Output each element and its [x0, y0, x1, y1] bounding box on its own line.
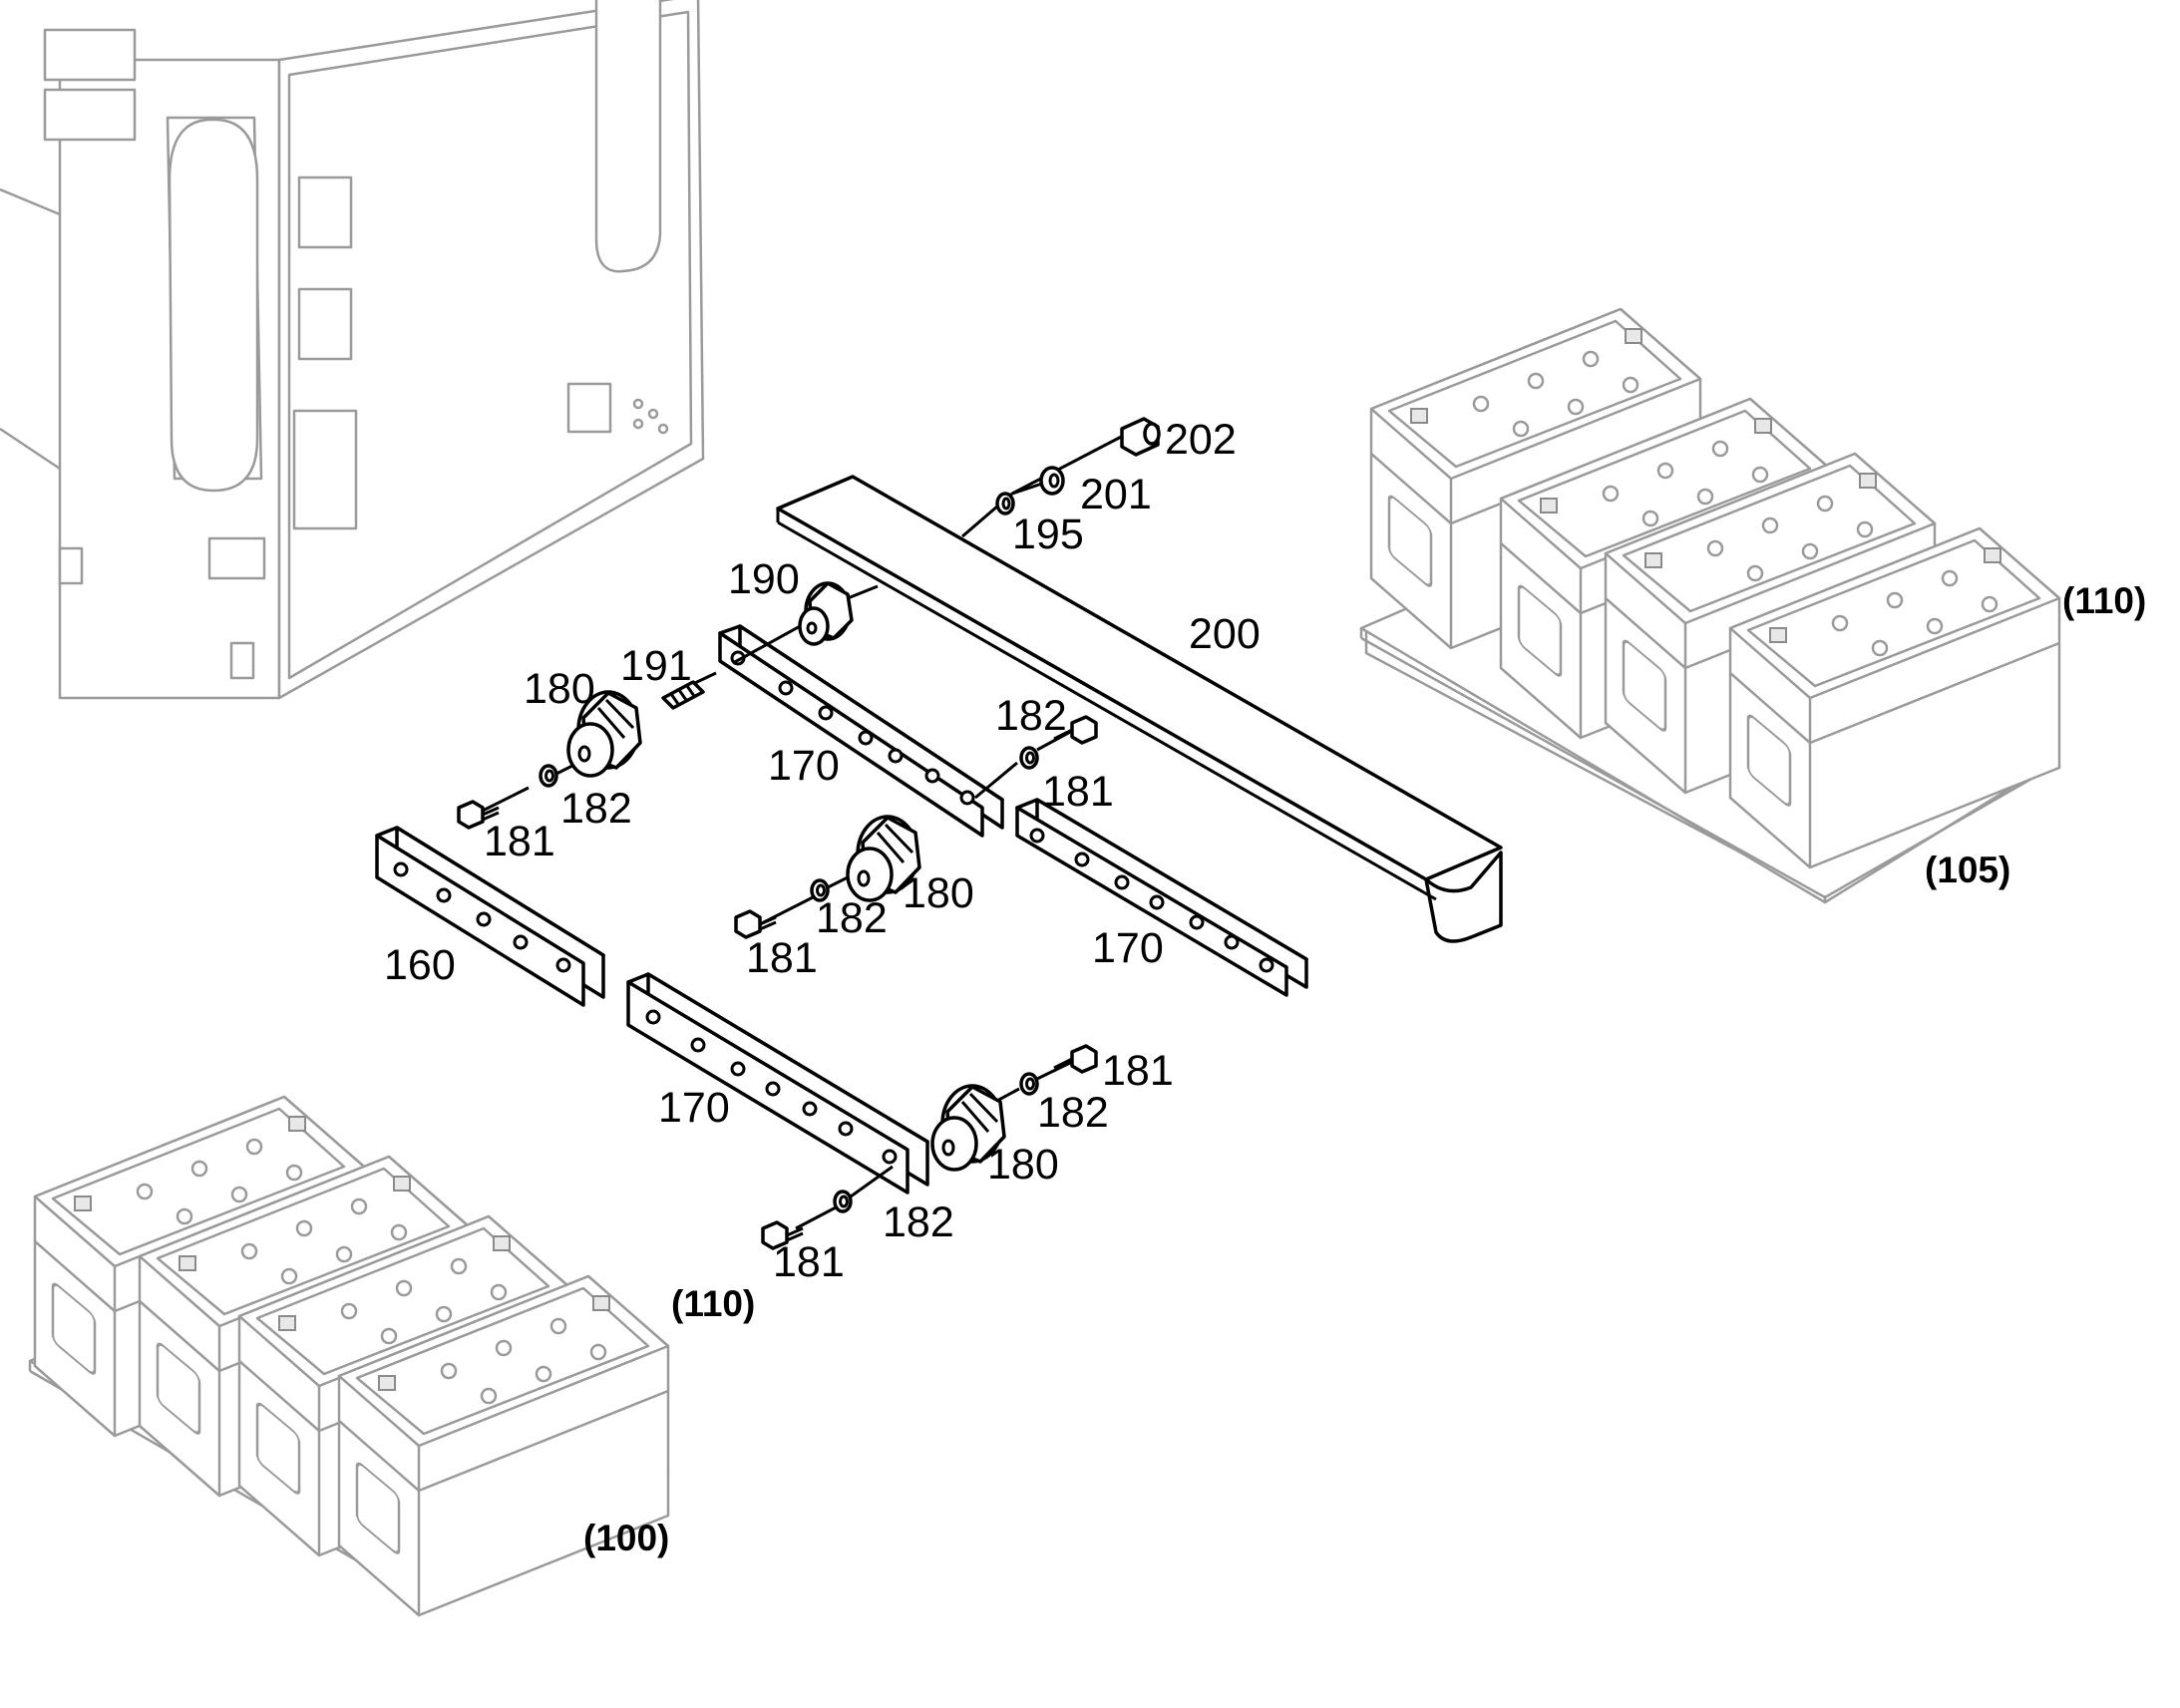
label-182-top-right: 182: [995, 692, 1067, 740]
label-170-right: 170: [1092, 924, 1164, 972]
label-180-bottom: 180: [987, 1141, 1059, 1189]
ref-label-100: (100): [583, 1518, 669, 1558]
label-182-left: 182: [560, 785, 632, 833]
label-182-middle: 182: [816, 894, 888, 942]
battery-group-105: [1359, 307, 2061, 904]
label-160: 160: [384, 941, 456, 989]
plate-170-top: [718, 624, 1004, 838]
label-200: 200: [1189, 610, 1261, 658]
label-182-bottom-right: 182: [1037, 1089, 1109, 1137]
label-190: 190: [728, 555, 800, 603]
enclosure-background: [0, 0, 705, 700]
ref-label-110-top: (110): [2062, 580, 2146, 621]
label-181-bottom: 181: [773, 1238, 845, 1286]
plate-170-right: [1015, 798, 1308, 997]
angle-bracket-200: [776, 475, 1503, 943]
battery-group-100: [28, 1095, 670, 1617]
reference-labels: (110) (105) (110) (100): [583, 580, 2146, 1558]
part-labels: 202 201 195 190 200 191 180 182 170 181 …: [384, 416, 1261, 1286]
label-180-top: 180: [524, 665, 595, 713]
label-191: 191: [620, 642, 692, 690]
hardware-parts: [457, 417, 1161, 1250]
ref-label-110-bottom: (110): [671, 1283, 755, 1324]
label-202: 202: [1165, 416, 1237, 464]
label-180-middle: 180: [903, 869, 974, 917]
plate-170-bottom: [626, 972, 929, 1195]
label-181-top-right: 181: [1042, 768, 1114, 816]
label-181-bottom-right: 181: [1102, 1047, 1174, 1095]
label-195: 195: [1012, 511, 1084, 558]
plate-160: [375, 826, 605, 1007]
label-182-bottom: 182: [883, 1198, 954, 1246]
label-201: 201: [1080, 471, 1152, 518]
label-181-left: 181: [484, 818, 555, 865]
ref-label-105: (105): [1925, 850, 2010, 890]
label-170-top: 170: [768, 742, 840, 790]
label-181-middle: 181: [746, 934, 818, 982]
label-170-bottom: 170: [658, 1084, 730, 1132]
